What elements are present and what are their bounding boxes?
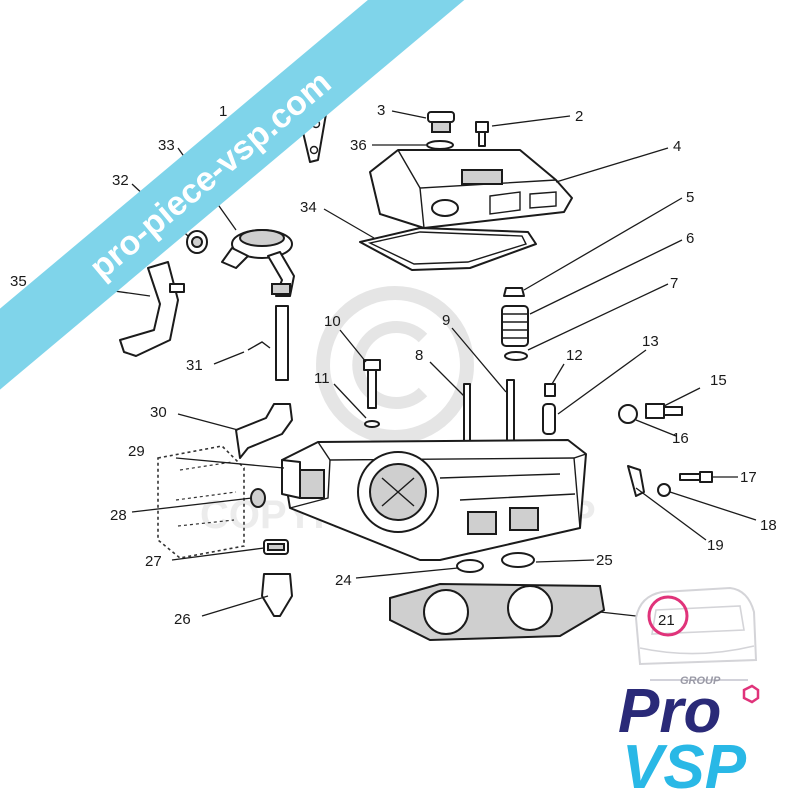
logo-vsp-text: VSP xyxy=(622,733,747,800)
callout-32: 32 xyxy=(112,172,129,189)
callout-27: 27 xyxy=(145,553,162,570)
callout-18: 18 xyxy=(760,517,777,534)
part-32-clamp xyxy=(186,230,208,254)
callout-10: 10 xyxy=(324,313,341,330)
car-outline-icon xyxy=(634,586,758,666)
part-30-hose xyxy=(235,403,293,459)
callout-3: 3 xyxy=(377,102,385,119)
callout-12: 12 xyxy=(566,347,583,364)
part-6-spring xyxy=(501,305,529,347)
callout-19: 19 xyxy=(707,537,724,554)
callout-9: 9 xyxy=(442,312,450,329)
callout-33: 33 xyxy=(158,137,175,154)
part-3-oil-cap xyxy=(427,111,455,133)
callout-7: 7 xyxy=(670,275,678,292)
callout-28: 28 xyxy=(110,507,127,524)
part-19-bracket xyxy=(627,465,645,497)
callout-17: 17 xyxy=(740,469,757,486)
part-7-seat xyxy=(504,351,528,361)
part-27-nut xyxy=(263,539,289,555)
part-28-seal xyxy=(250,488,266,508)
callout-13: 13 xyxy=(642,333,659,350)
highlight-circle-icon xyxy=(647,595,689,637)
part-29-flange xyxy=(281,459,301,499)
part-15-sensor xyxy=(645,403,683,419)
logo-group-text: GROUP xyxy=(680,675,721,687)
cylinder-head-block xyxy=(281,439,587,561)
logo-pro-text: Pro xyxy=(618,677,721,746)
part-21-head-gasket xyxy=(389,582,606,642)
part-17-bolt xyxy=(679,471,713,483)
callout-24: 24 xyxy=(335,572,352,589)
part-2-screw xyxy=(475,121,489,147)
callout-8: 8 xyxy=(415,347,423,364)
callout-16: 16 xyxy=(672,430,689,447)
callout-35: 35 xyxy=(10,273,27,290)
part-24-seal xyxy=(456,559,484,573)
part-26-cap xyxy=(261,573,293,617)
callout-21: 21 xyxy=(658,612,675,629)
part-35-hose xyxy=(119,261,185,357)
callout-34: 34 xyxy=(300,199,317,216)
part-28-carburetor-outline xyxy=(157,445,245,559)
callout-6: 6 xyxy=(686,230,694,247)
part-34-gasket xyxy=(359,227,537,271)
part-31-tube xyxy=(247,305,289,381)
callout-30: 30 xyxy=(150,404,167,421)
callout-25: 25 xyxy=(596,552,613,569)
callout-2: 2 xyxy=(575,108,583,125)
callout-26: 26 xyxy=(174,611,191,628)
provsp-logo: GROUP Pro VSP xyxy=(618,586,760,800)
part-10-bolt xyxy=(363,359,381,409)
part-36-seal xyxy=(426,140,454,150)
part-33-breather xyxy=(221,229,295,297)
part-4-valve-cover xyxy=(369,149,573,229)
callout-4: 4 xyxy=(673,138,681,155)
callout-labels: 1 2 3 4 5 6 7 8 9 10 11 12 13 15 16 17 1… xyxy=(10,102,777,629)
callout-29: 29 xyxy=(128,443,145,460)
callout-31: 31 xyxy=(186,357,203,374)
part-11-washer xyxy=(364,420,380,428)
leader-lines xyxy=(35,110,757,617)
callout-1: 1 xyxy=(219,103,227,120)
callout-36: 36 xyxy=(350,137,367,154)
part-5-retainer xyxy=(503,287,525,297)
part-16-ring xyxy=(618,404,638,424)
callout-15: 15 xyxy=(710,372,727,389)
hex-bolt-icon xyxy=(742,684,760,704)
part-13-guide xyxy=(542,403,556,435)
callout-11: 11 xyxy=(314,370,330,387)
part-18-washer xyxy=(657,483,671,497)
callout-5: 5 xyxy=(686,189,694,206)
part-12-plug xyxy=(544,383,556,397)
part-25-seal xyxy=(501,552,535,568)
banner-background xyxy=(0,0,497,424)
